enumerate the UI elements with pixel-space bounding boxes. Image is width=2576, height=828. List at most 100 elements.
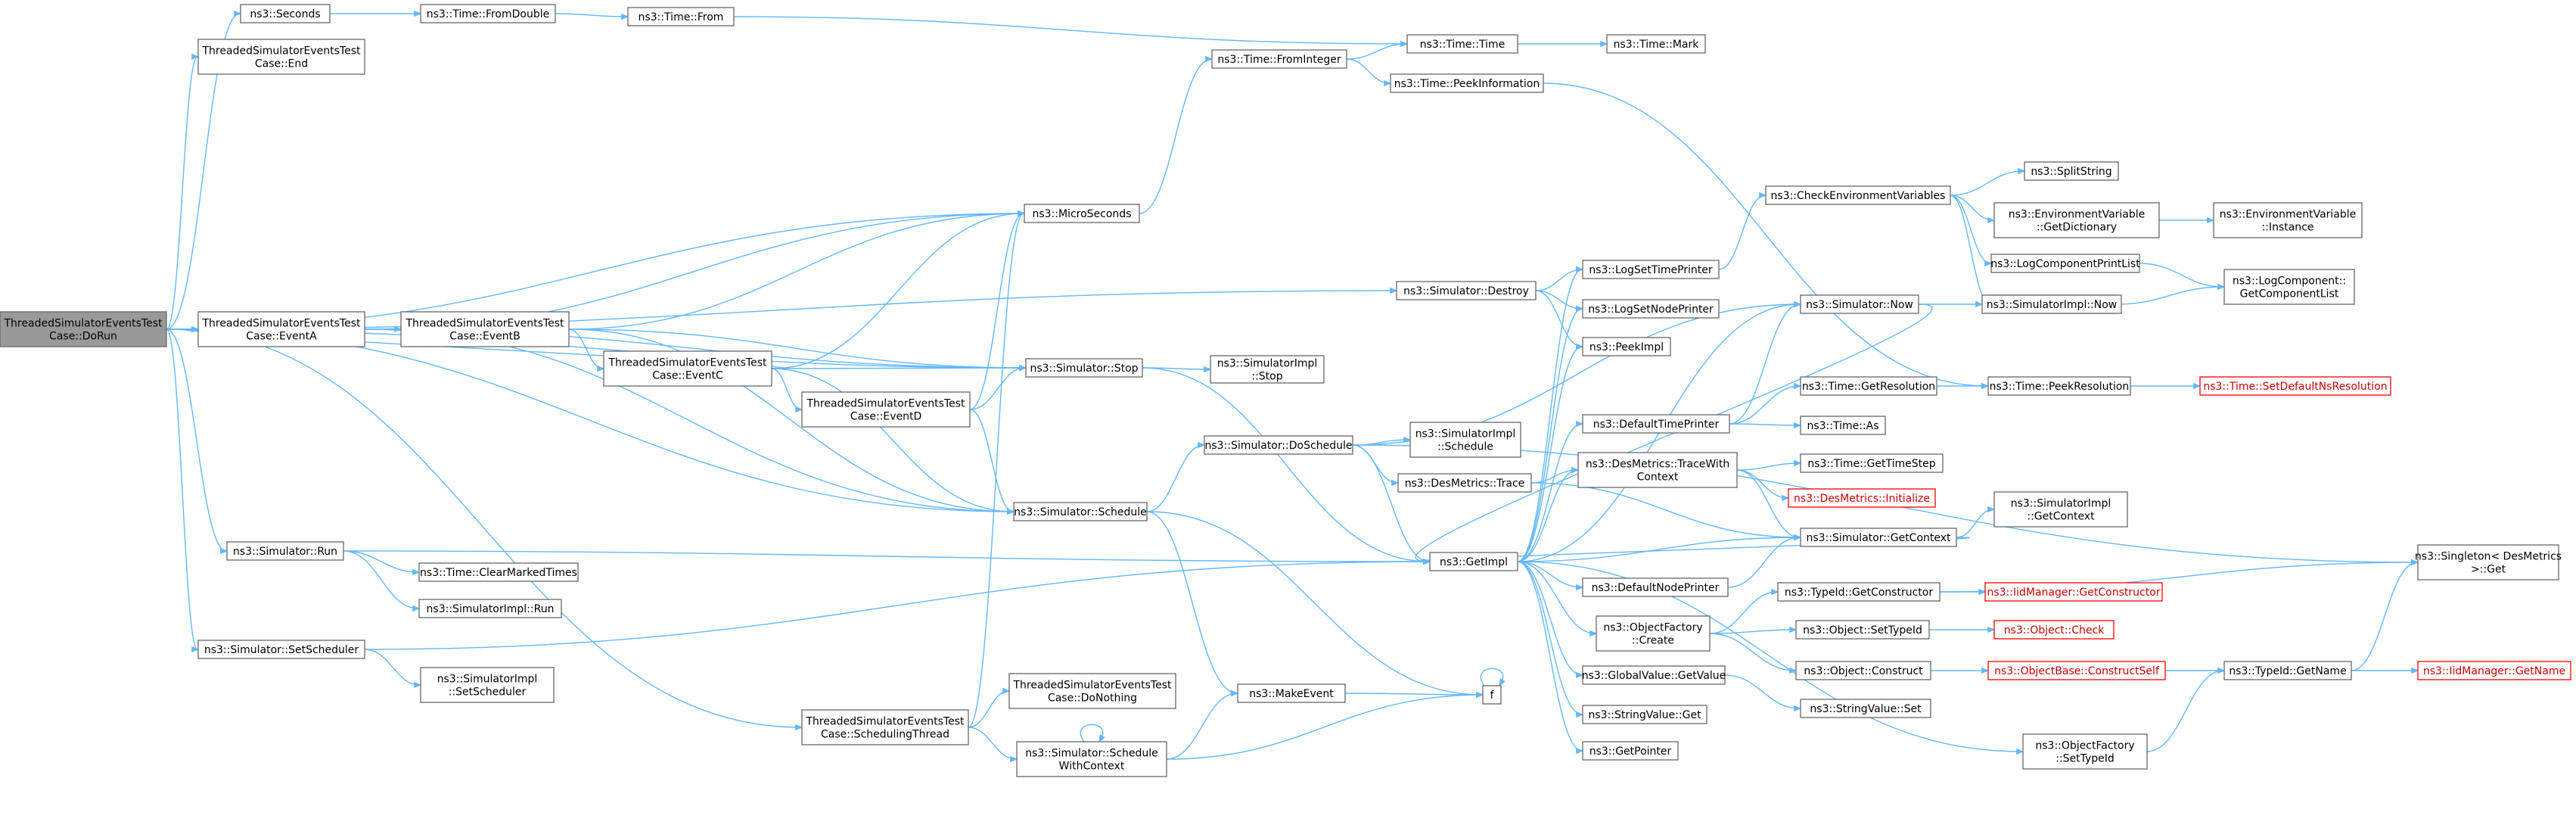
node-fromDouble[interactable]: ns3::Time::FromDouble (420, 4, 556, 23)
node-f[interactable]: f (1482, 685, 1502, 705)
node-makeEvent[interactable]: ns3::MakeEvent (1237, 683, 1346, 703)
node-label: ns3::SimulatorImpl (1217, 358, 1318, 370)
edge-doRun-setScheduler (166, 328, 200, 653)
node-envInstance[interactable]: ns3::EnvironmentVariable::Instance (2213, 202, 2363, 238)
node-label: ns3::IidManager::GetConstructor (1987, 587, 2160, 599)
node-typeGetName[interactable]: ns3::TypeId::GetName (2223, 661, 2352, 680)
edge-line (568, 328, 1014, 512)
node-box (1025, 358, 1143, 378)
node-objFactCreate[interactable]: ns3::ObjectFactory::Create (1596, 615, 1711, 652)
node-logCompPrint[interactable]: ns3::LogComponentPrintList (1990, 254, 2140, 273)
node-peekInfo[interactable]: ns3::Time::PeekInformation (1390, 73, 1544, 93)
edge-schedThread-microSeconds (968, 210, 1026, 728)
arrowhead (1231, 689, 1239, 697)
node-implGetContext[interactable]: ns3::SimulatorImpl::GetContext (1993, 491, 2128, 528)
node-time[interactable]: ns3::Time::Time (1406, 34, 1518, 54)
node-peekRes[interactable]: ns3::Time::PeekResolution (1987, 376, 2131, 396)
arrowhead (1981, 382, 1990, 390)
node-clearMarked[interactable]: ns3::Time::ClearMarkedTimes (418, 562, 579, 582)
node-doNothing[interactable]: ThreadedSimulatorEventsTestCase::DoNothi… (1008, 673, 1176, 709)
node-run[interactable]: ns3::Simulator::Run (226, 541, 344, 561)
node-getRes[interactable]: ns3::Time::GetResolution (1800, 376, 1937, 396)
node-defNodePrinter[interactable]: ns3::DefaultNodePrinter (1582, 577, 1729, 597)
node-box (197, 640, 365, 659)
node-desInit[interactable]: ns3::DesMetrics::Initialize (1788, 488, 1936, 508)
edge-peekRes-setDefRes (2130, 382, 2202, 390)
edge-destroy-logSetTime (1535, 266, 1584, 291)
node-destroy[interactable]: ns3::Simulator::Destroy (1396, 281, 1537, 300)
node-stringSet[interactable]: ns3::StringValue::Set (1800, 699, 1931, 718)
node-checkEnv[interactable]: ns3::CheckEnvironmentVariables (1765, 185, 1951, 205)
node-implStop[interactable]: ns3::SimulatorImpl::Stop (1210, 355, 1325, 384)
node-label: ns3::GlobalValue::GetValue (1582, 670, 1726, 682)
node-logCompGetList[interactable]: ns3::LogComponent::GetComponentList (2223, 269, 2355, 305)
node-logSetTime[interactable]: ns3::LogSetTimePrinter (1582, 260, 1720, 279)
edge-fromInteger-peekInfo (1346, 58, 1392, 87)
node-iidGetName[interactable]: ns3::IidManager::GetName (2417, 661, 2571, 680)
node-label: ThreadedSimulatorEventsTest (608, 357, 767, 369)
node-setScheduler[interactable]: ns3::Simulator::SetScheduler (197, 640, 365, 659)
arrowhead (412, 605, 421, 612)
node-stop[interactable]: ns3::Simulator::Stop (1025, 358, 1143, 378)
node-setDefRes[interactable]: ns3::Time::SetDefaultNsResolution (2199, 376, 2391, 396)
edge-line (1535, 269, 1583, 291)
arrowhead (1576, 343, 1584, 350)
node-peekImpl[interactable]: ns3::PeekImpl (1582, 337, 1671, 356)
node-typeGetCtor[interactable]: ns3::TypeId::GetConstructor (1777, 582, 1941, 602)
node-constructSelf[interactable]: ns3::ObjectBase::ConstructSelf (1987, 661, 2166, 680)
edge-schedWithCtx-f (1166, 691, 1484, 760)
node-simGetContext[interactable]: ns3::Simulator::GetContext (1800, 528, 1957, 547)
node-objFactSetTypeId[interactable]: ns3::ObjectFactory::SetTypeId (2022, 733, 2148, 770)
edge-line (1080, 724, 1104, 742)
node-implNow[interactable]: ns3::SimulatorImpl::Now (1981, 294, 2122, 314)
node-label: ns3::SplitString (2031, 166, 2111, 178)
edge-eventC-microSeconds (771, 210, 1026, 369)
node-from[interactable]: ns3::Time::From (627, 7, 735, 26)
node-splitString[interactable]: ns3::SplitString (2024, 161, 2119, 181)
node-singletonGet[interactable]: ns3::Singleton< DesMetrics >::Get (2415, 544, 2562, 581)
node-label: ns3::Simulator::GetContext (1806, 532, 1951, 544)
node-implSetScheduler[interactable]: ns3::SimulatorImpl::SetScheduler (420, 667, 555, 703)
node-implSchedule[interactable]: ns3::SimulatorImpl::Schedule (1409, 422, 1521, 458)
node-fromInteger[interactable]: ns3::Time::FromInteger (1211, 49, 1347, 69)
node-defTimePrinter[interactable]: ns3::DefaultTimePrinter (1582, 414, 1730, 434)
node-box (1777, 582, 1941, 602)
node-label: ns3::Time::GetTimeStep (1807, 458, 1935, 470)
node-label: ns3::LogSetTimePrinter (1589, 264, 1713, 276)
edge-line (1142, 367, 1430, 562)
node-globalGetValue[interactable]: ns3::GlobalValue::GetValue (1582, 665, 1726, 685)
node-desTrace[interactable]: ns3::DesMetrics::Trace (1397, 473, 1532, 493)
node-mark[interactable]: ns3::Time::Mark (1606, 34, 1706, 54)
node-stringGet[interactable]: ns3::StringValue::Get (1582, 705, 1707, 724)
node-seconds[interactable]: ns3::Seconds (240, 4, 331, 23)
node-objSetTypeId[interactable]: ns3::Object::SetTypeId (1795, 620, 1930, 640)
node-envDict[interactable]: ns3::EnvironmentVariable::GetDictionary (1993, 202, 2160, 238)
node-schedule[interactable]: ns3::Simulator::Schedule (1013, 502, 1148, 521)
node-schedThread[interactable]: ThreadedSimulatorEventsTestCase::Schedul… (801, 709, 969, 746)
node-iidGetCtor[interactable]: ns3::IidManager::GetConstructor (1984, 582, 2163, 602)
edge-line (1517, 269, 1583, 562)
node-objConstruct[interactable]: ns3::Object::Construct (1795, 661, 1931, 680)
node-simNow[interactable]: ns3::Simulator::Now (1800, 294, 1919, 314)
node-logSetNode[interactable]: ns3::LogSetNodePrinter (1582, 299, 1720, 319)
node-objCheck[interactable]: ns3::Object::Check (1993, 620, 2115, 640)
node-microSeconds[interactable]: ns3::MicroSeconds (1024, 204, 1140, 223)
edge-getImpl-defTimePrinter (1517, 420, 1584, 562)
arrowhead (1975, 300, 1984, 308)
node-timeAs[interactable]: ns3::Time::As (1800, 416, 1886, 435)
arrowhead (1782, 494, 1790, 502)
node-doSchedule[interactable]: ns3::Simulator::DoSchedule (1204, 435, 1353, 455)
node-getPointer[interactable]: ns3::GetPointer (1582, 741, 1679, 761)
node-getImpl[interactable]: ns3::GetImpl (1429, 552, 1518, 571)
edge-line (343, 550, 419, 609)
node-getTimeStep[interactable]: ns3::Time::GetTimeStep (1800, 453, 1944, 473)
node-implRun[interactable]: ns3::SimulatorImpl::Run (418, 599, 562, 618)
